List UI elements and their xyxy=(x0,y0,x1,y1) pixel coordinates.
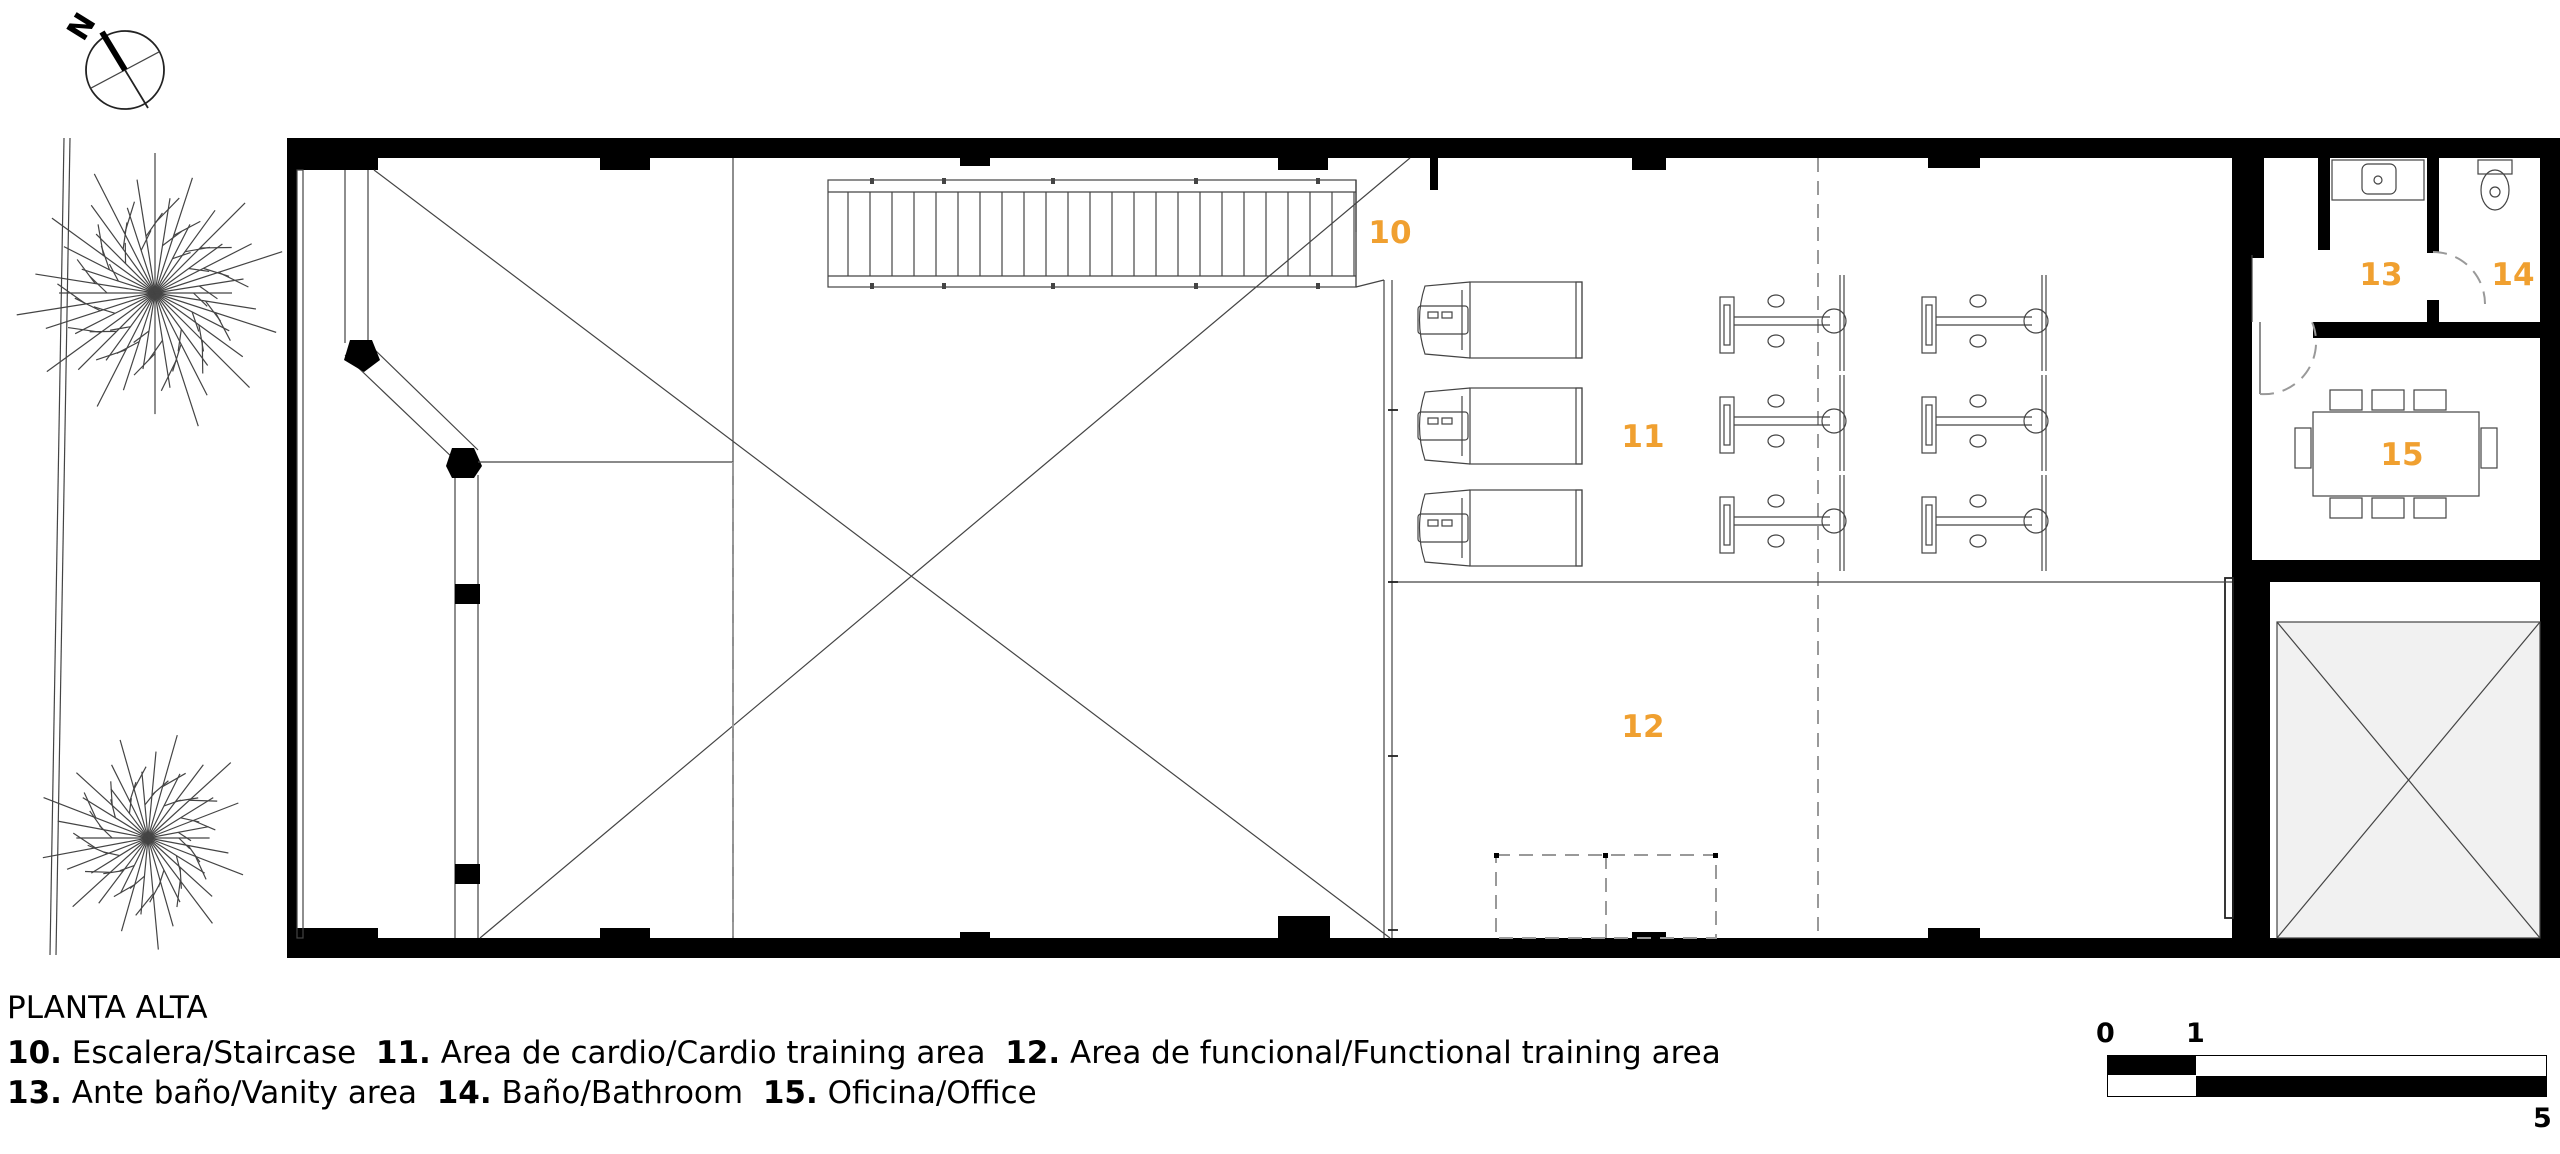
legend-text: Escalera/Staircase xyxy=(71,1035,357,1071)
north-arrow-icon: N xyxy=(60,7,165,110)
exercise-bike-icon xyxy=(1921,375,2049,471)
exercise-bike-icon xyxy=(1719,475,1847,571)
legend-num: 14. xyxy=(436,1075,492,1111)
room-number-11: 11 xyxy=(1621,419,1664,455)
scale-bar xyxy=(2107,1055,2547,1097)
treadmill-icon xyxy=(1417,387,1583,465)
toilet-icon xyxy=(2477,159,2513,211)
legend-text: Area de funcional/Functional training ar… xyxy=(1069,1035,1721,1071)
scale-label-0: 0 xyxy=(2096,1018,2115,1049)
north-label: N xyxy=(60,7,103,47)
void-lower-right xyxy=(2276,621,2541,939)
exercise-bike-icon xyxy=(1921,475,2049,571)
service-walls xyxy=(2232,158,2560,938)
plan-title: PLANTA ALTA xyxy=(7,990,208,1026)
legend-num: 15. xyxy=(762,1075,818,1111)
legend-num: 12. xyxy=(1005,1035,1061,1071)
room-numbers: 10 11 12 13 14 15 xyxy=(1368,215,2534,745)
exercise-bikes xyxy=(1719,275,2049,571)
room-number-13: 13 xyxy=(2359,257,2402,293)
legend-num: 10. xyxy=(7,1035,62,1071)
tree-top-icon xyxy=(16,153,283,427)
legend-text: Baño/Bathroom xyxy=(501,1075,744,1111)
legend-num: 11. xyxy=(375,1035,431,1071)
exercise-bike-icon xyxy=(1719,275,1847,371)
double-height-void xyxy=(373,157,1411,939)
room-number-12: 12 xyxy=(1621,709,1664,745)
outer-walls xyxy=(287,138,2560,958)
room-number-15: 15 xyxy=(2380,437,2423,473)
treadmill-icon xyxy=(1417,489,1583,567)
legend-text: Area de cardio/Cardio training area xyxy=(440,1035,986,1071)
room-number-10: 10 xyxy=(1368,215,1411,251)
sink-icon xyxy=(2331,159,2425,201)
staircase xyxy=(827,178,1385,289)
treadmill-icon xyxy=(1417,281,1583,359)
exercise-bike-icon xyxy=(1921,275,2049,371)
functional-rack xyxy=(1494,853,1718,939)
room-number-14: 14 xyxy=(2491,257,2534,293)
exercise-bike-icon xyxy=(1719,375,1847,471)
legend-text: Oficina/Office xyxy=(827,1075,1037,1111)
treadmills xyxy=(1417,281,1583,567)
angled-wall xyxy=(344,170,733,938)
office-table-icon xyxy=(2294,389,2498,519)
scale-label-1: 1 xyxy=(2186,1018,2205,1049)
tree-bottom-icon xyxy=(42,734,244,950)
legend-line-1: 10. Escalera/Staircase 11. Area de cardi… xyxy=(7,1035,1721,1071)
scale-label-5: 5 xyxy=(2533,1103,2552,1134)
legend-num: 13. xyxy=(7,1075,62,1111)
railing xyxy=(1383,280,1398,938)
legend-line-2: 13. Ante baño/Vanity area 14. Baño/Bathr… xyxy=(7,1075,1037,1111)
legend-text: Ante baño/Vanity area xyxy=(71,1075,417,1111)
